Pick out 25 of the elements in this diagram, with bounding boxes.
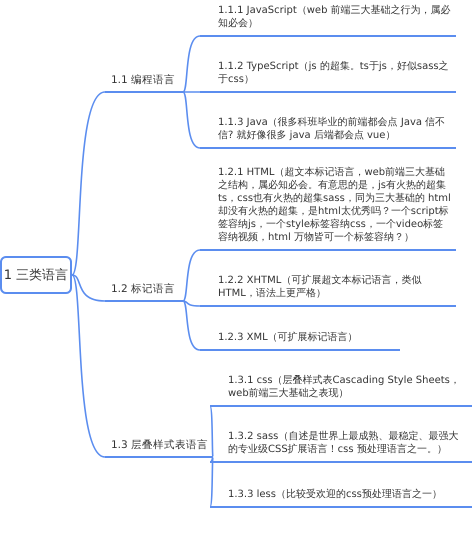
leaf-topic: 1.1.3 Java（很多科班毕业的前端都会点 Java 信不信? 就好像很多 java 后端都会点 vue）: [200, 116, 456, 149]
connector-line: [182, 35, 200, 93]
leaf-topic: 1.3.1 css（层叠样式表Cascading Style Sheets，web前端三大基础之表现）: [210, 374, 472, 407]
leaf-topic: 1.2.1 HTML（超文本标记语言，web前端三大基础之结构，属必知必会。有意思的是，js有火热的超集ts，css也有火热的超集sass，同为三大基础的 html 却没有火热的超集，是html太优秀吗？一个script标签容纳js，一个style标签容纳css，一个video标签容纳视频，html 万物皆可一个标签容纳？）: [200, 166, 456, 251]
connector-line: [183, 91, 200, 93]
leaf-topic: 1.3.2 sass（自述是世界上最成熟、最稳定、最强大的专业级CSS扩展语言！css 预处理语言之一。）: [210, 430, 472, 463]
leaf-topic: 1.2.3 XML（可扩展标记语言）: [200, 331, 400, 351]
branch-topic: 1.1 编程语言: [105, 73, 183, 93]
connector-line: [209, 456, 214, 508]
connector-line: [72, 274, 106, 302]
leaf-topic: 1.1.2 TypeScript（js 的超集。ts于js，好似sass之于css）: [200, 60, 456, 93]
branch-topic: 1.2 标记语言: [105, 282, 183, 302]
root-topic-box: 1 三类语言: [0, 256, 72, 294]
connector-line: [182, 249, 200, 302]
leaf-topic: 1.3.3 less（比较受欢迎的css预处理语言之一）: [210, 488, 472, 508]
connector-line: [182, 91, 200, 149]
connector-line: [71, 274, 106, 458]
leaf-topic: 1.1.1 JavaScript（web 前端三大基础之行为，属必知必会）: [200, 4, 456, 37]
connector-line: [182, 300, 200, 351]
connector-line: [210, 456, 214, 463]
branch-topic: 1.3 层叠样式表语言: [105, 438, 213, 458]
connector-line: [71, 91, 106, 276]
connector-line: [209, 406, 214, 458]
leaf-topic: 1.2.2 XHTML（可扩展超文本标记语言，类似 HTML，语法上更严格）: [200, 274, 456, 307]
connector-line: [182, 300, 200, 307]
